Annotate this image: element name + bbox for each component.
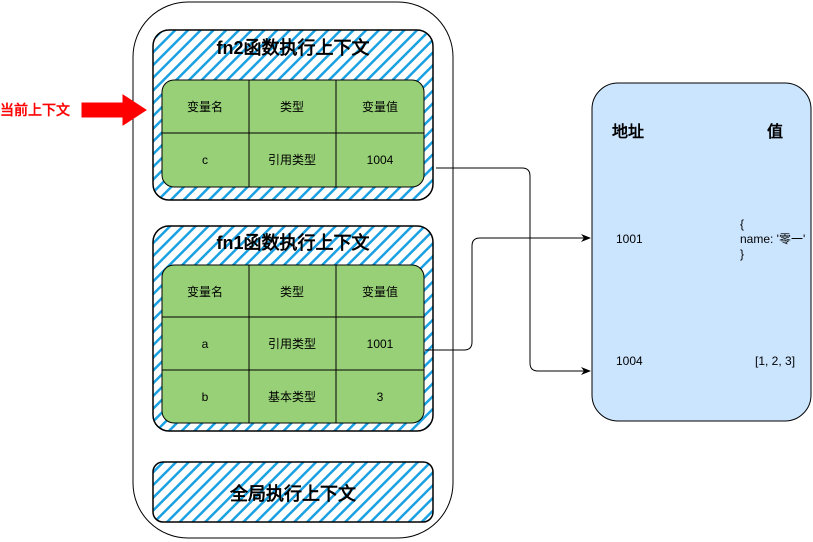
fn2-cell-value: 1004 — [367, 153, 394, 167]
heap-memory: 地址 值 1001 { name: '零一' } 1004 [1, 2, 3] — [591, 82, 812, 422]
heap-header-value: 值 — [767, 122, 783, 141]
fn2-context-title: fn2函数执行上下文 — [217, 37, 371, 58]
fn2-cell-name: c — [202, 153, 208, 167]
fn1-context-title: fn1函数执行上下文 — [217, 232, 371, 253]
heap-entry-value-line: { — [740, 217, 744, 231]
fn1-execution-context: fn1函数执行上下文 变量名 类型 变量值 a 引用类型 1001 b 基本类型… — [152, 225, 434, 432]
fn1-table-background — [161, 264, 425, 424]
current-context-label: 当前上下文 — [0, 102, 71, 118]
fn1-cell-a-name: a — [202, 337, 209, 351]
fn1-header-name: 变量名 — [187, 284, 223, 299]
heap-entry-value-line: } — [740, 247, 744, 261]
fn1-cell-a-type: 引用类型 — [268, 337, 316, 351]
fn2-header-type: 类型 — [280, 100, 304, 114]
fn1-cell-b-name: b — [202, 390, 209, 404]
heap-entry-value-line: [1, 2, 3] — [755, 354, 795, 368]
heap-entry-address: 1004 — [616, 354, 643, 368]
fn1-cell-b-type: 基本类型 — [268, 390, 316, 404]
fn2-header-value: 变量值 — [362, 99, 398, 114]
global-execution-context: 全局执行上下文 — [152, 461, 434, 523]
fn2-header-name: 变量名 — [187, 99, 223, 114]
fn1-header-value: 变量值 — [362, 284, 398, 299]
heap-entry-1004: 1004 [1, 2, 3] — [616, 354, 795, 368]
heap-box — [591, 82, 812, 422]
heap-entry-value-line: name: '零一' — [740, 232, 805, 246]
heap-header-address: 地址 — [612, 122, 644, 141]
connector-a-to-1001 — [425, 234, 591, 351]
fn1-header-type: 类型 — [280, 285, 304, 299]
heap-entry-address: 1001 — [616, 232, 643, 246]
fn1-variable-table: 变量名 类型 变量值 a 引用类型 1001 b 基本类型 3 — [161, 264, 425, 424]
global-context-box — [152, 461, 434, 523]
fn2-execution-context: fn2函数执行上下文 变量名 类型 变量值 c 引用类型 1004 — [152, 29, 434, 201]
fn2-cell-type: 引用类型 — [268, 153, 316, 167]
fn1-cell-a-value: 1001 — [367, 337, 394, 351]
red-arrow-icon — [81, 94, 147, 126]
current-context-pointer: 当前上下文 — [0, 94, 147, 126]
heap-entry-1001: 1001 { name: '零一' } — [616, 217, 805, 261]
fn1-cell-b-value: 3 — [377, 390, 384, 404]
fn2-variable-table: 变量名 类型 变量值 c 引用类型 1004 — [161, 79, 425, 188]
connector-c-to-1004 — [436, 167, 591, 375]
global-context-title: 全局执行上下文 — [229, 483, 357, 504]
